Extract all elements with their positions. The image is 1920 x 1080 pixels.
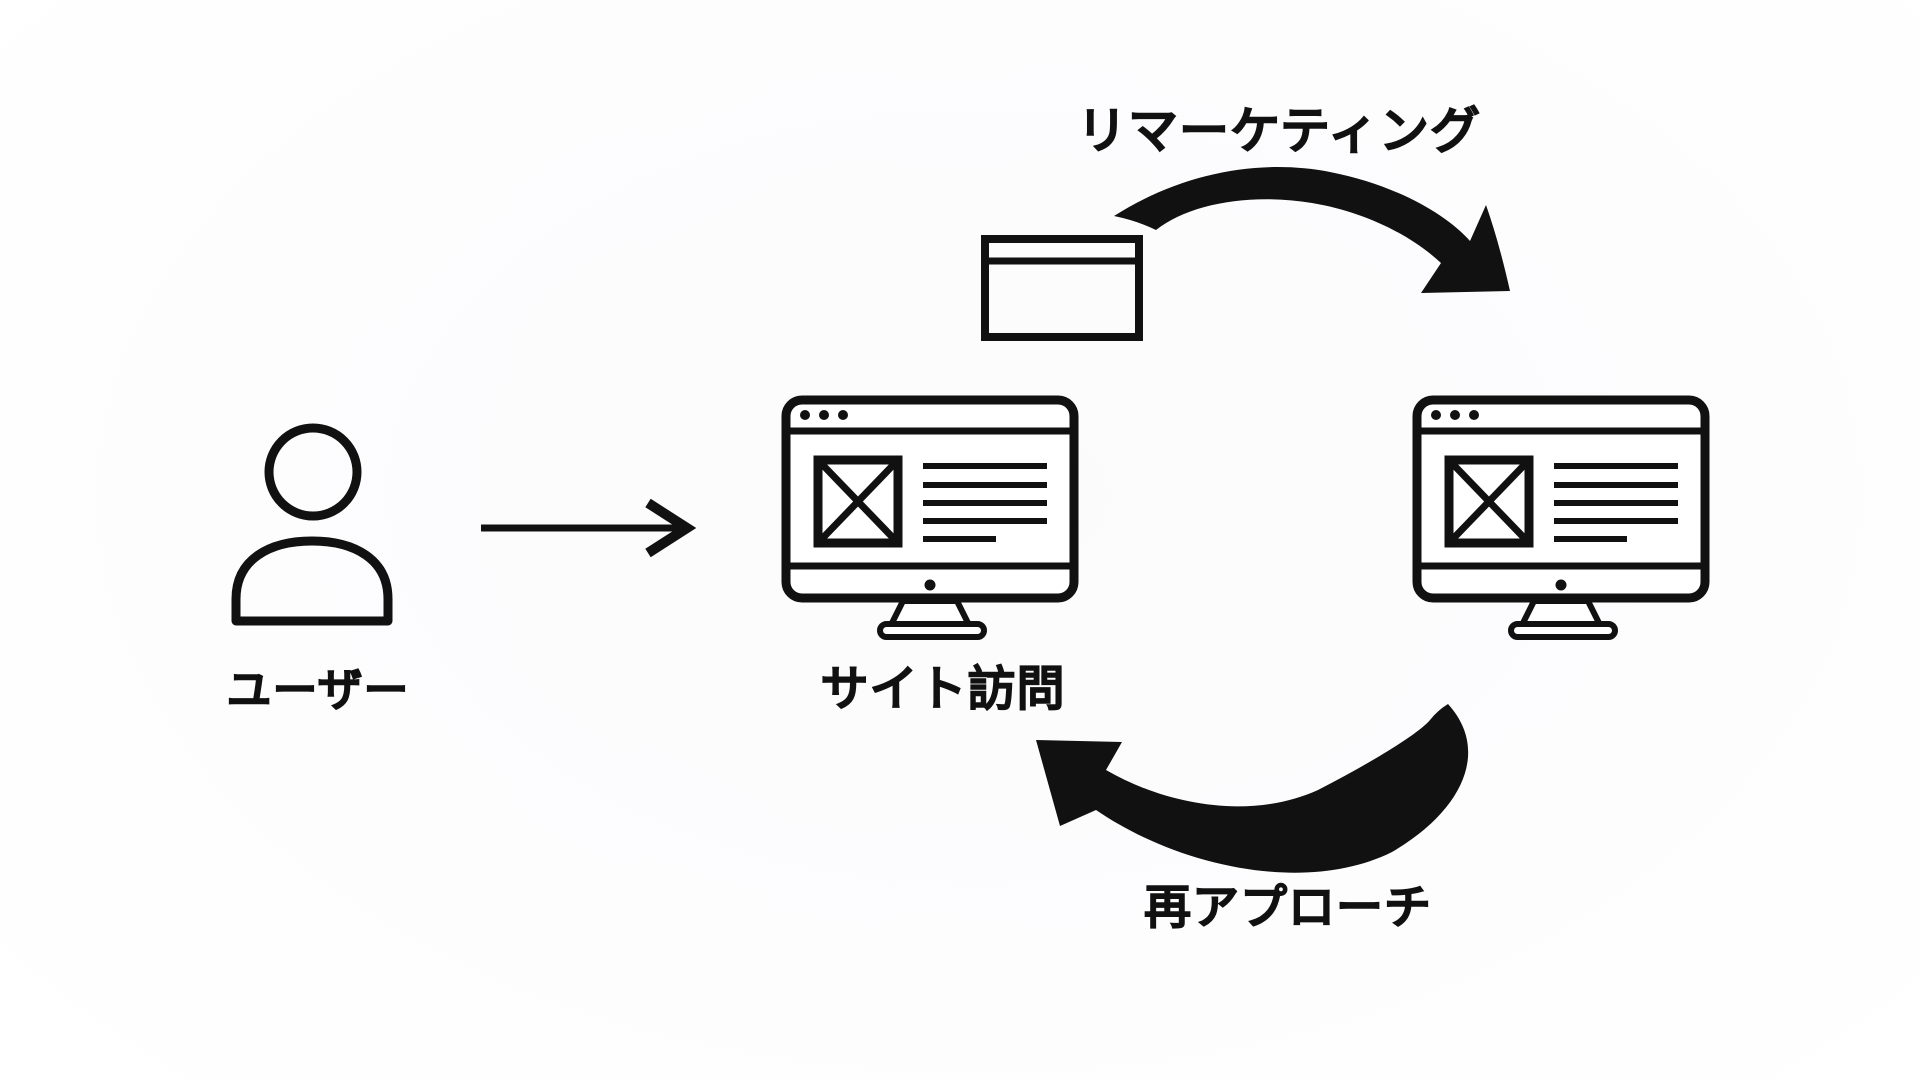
user-node-label: ユーザー	[226, 663, 410, 717]
curved-arrow-right-icon	[1114, 167, 1510, 293]
remarketing-edge-label: リマーケティング	[1077, 102, 1481, 161]
curved-arrow-left-icon	[1036, 704, 1469, 873]
browser-window-icon	[981, 235, 1143, 341]
site-visit-node-label: サイト訪問	[820, 661, 1066, 718]
monitor-browser-icon	[781, 395, 1079, 640]
monitor-browser-icon	[1414, 400, 1708, 637]
user-icon	[231, 423, 393, 626]
reapproach-edge-label: 再アプローチ	[1144, 880, 1432, 936]
arrow-right-icon	[481, 498, 697, 558]
